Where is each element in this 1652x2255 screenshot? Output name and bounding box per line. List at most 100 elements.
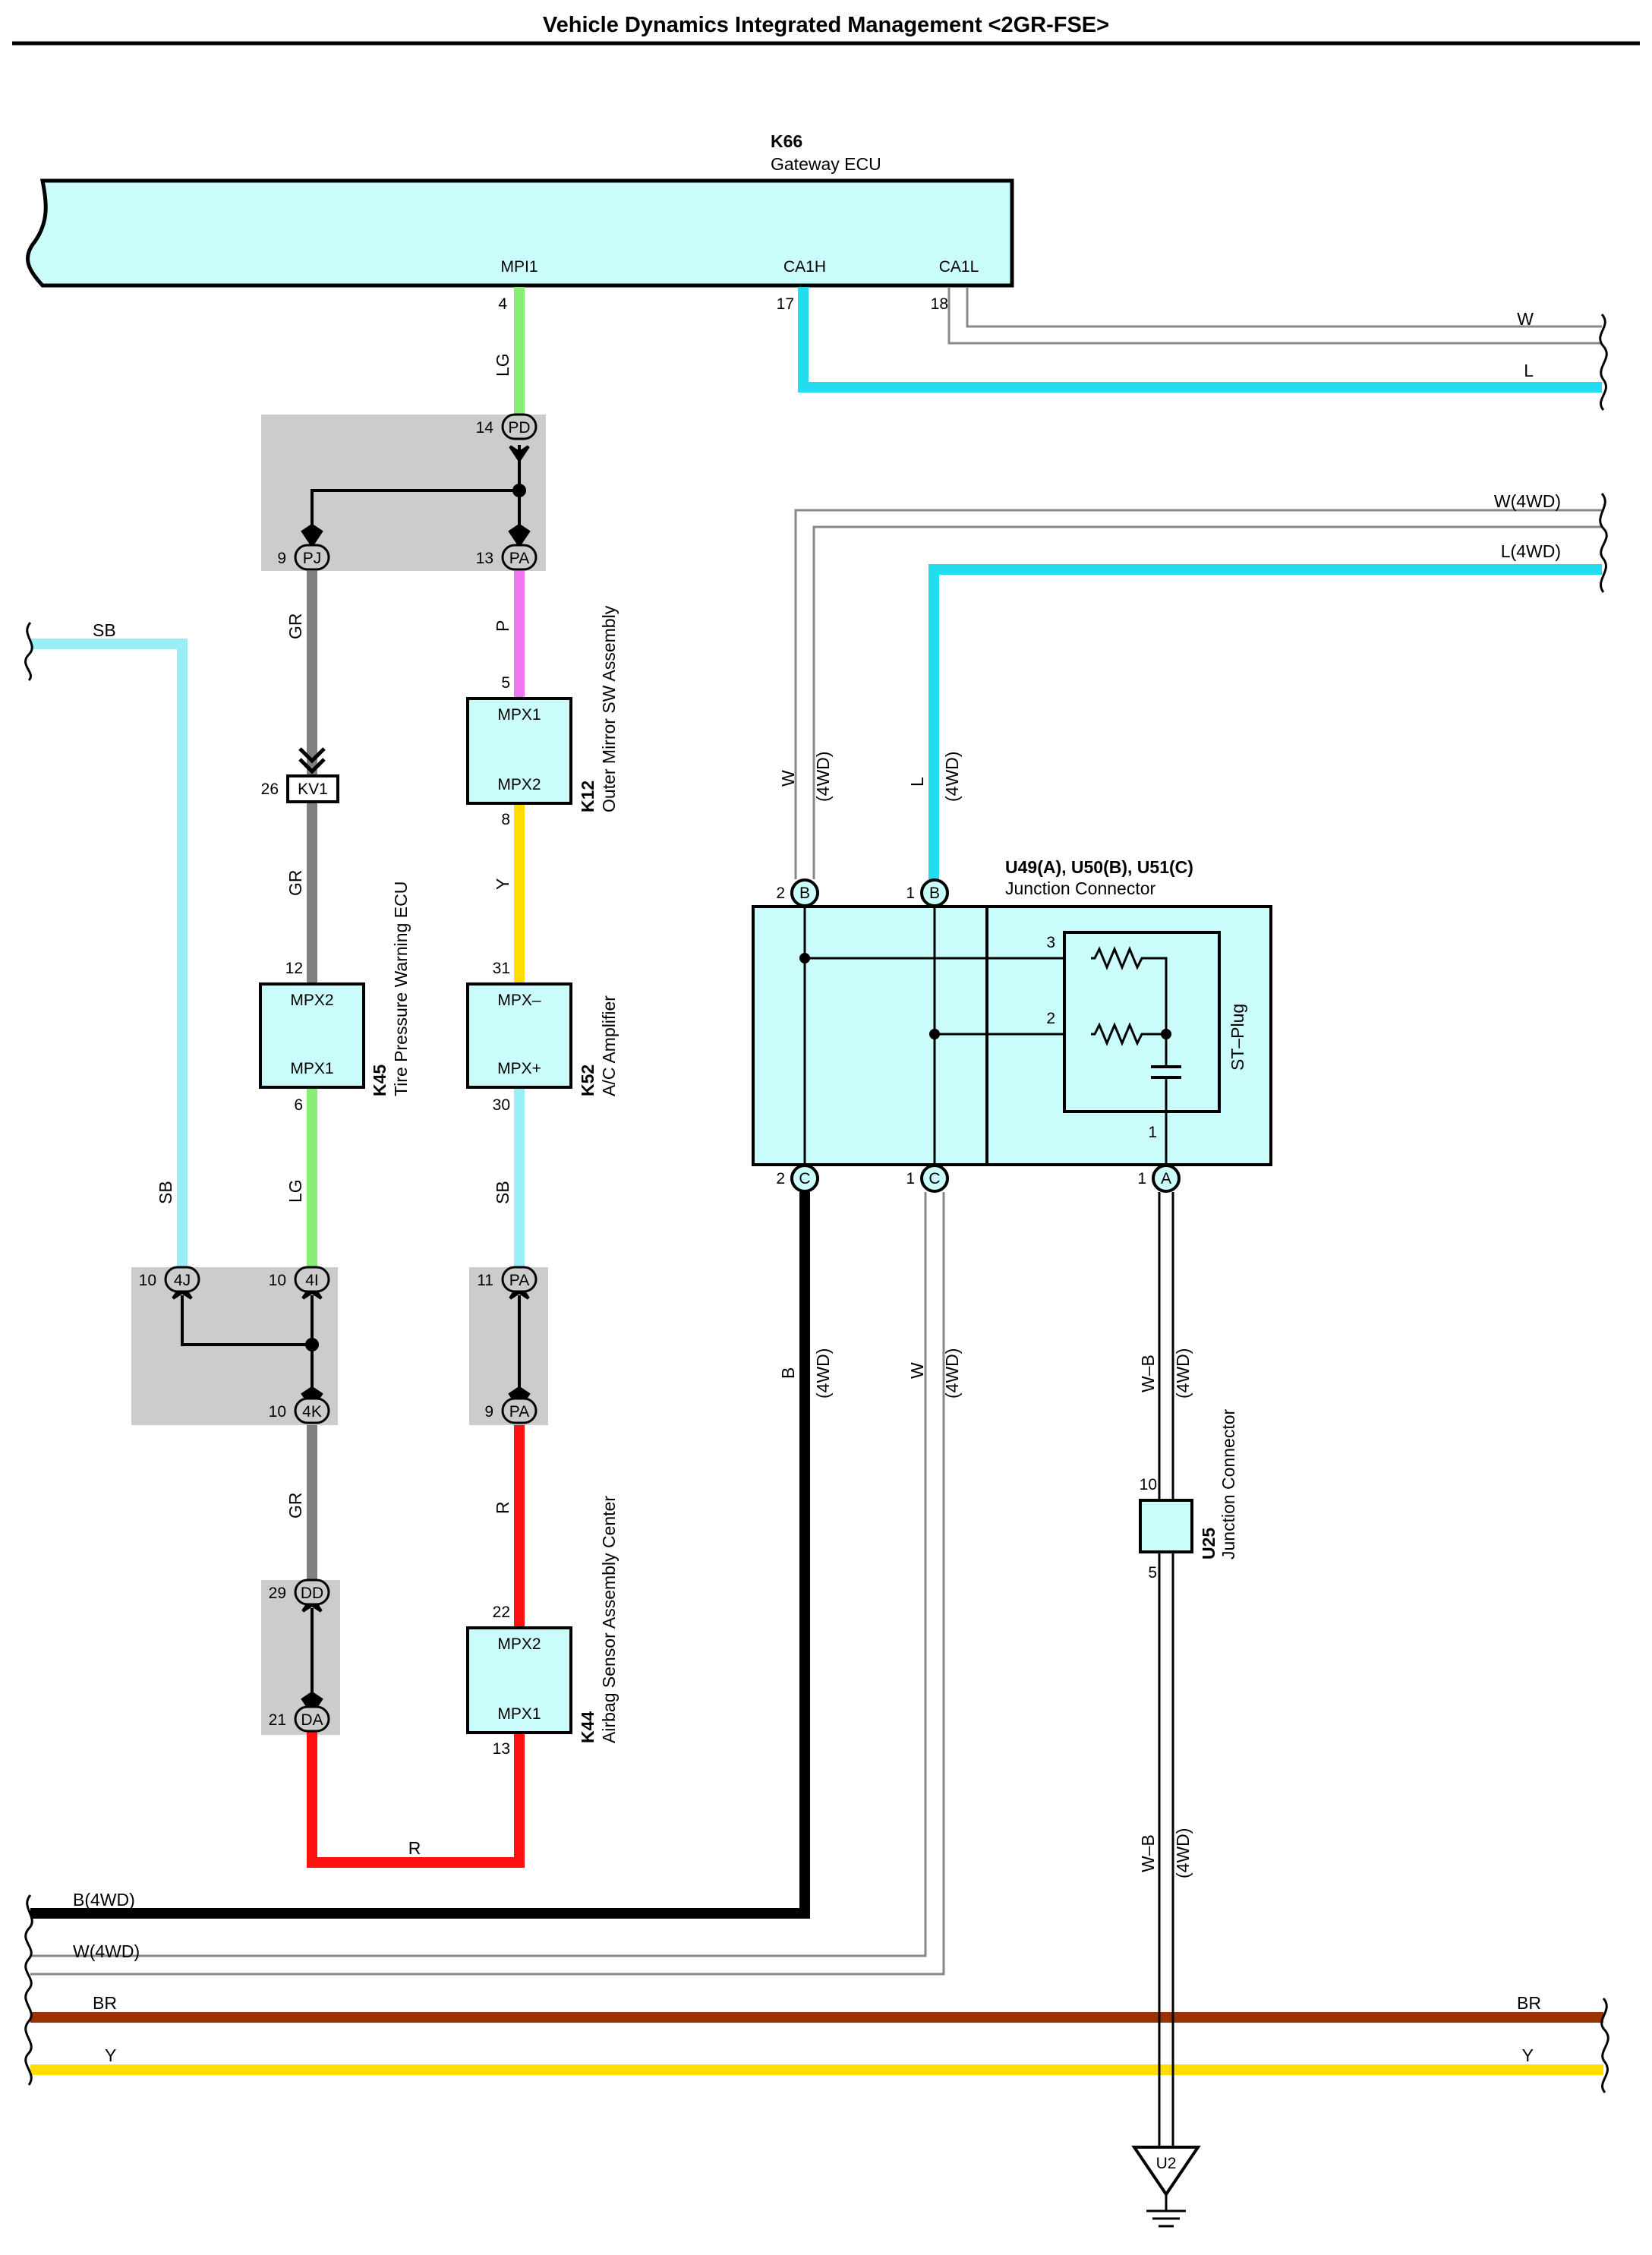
svg-text:2: 2 xyxy=(776,1170,785,1187)
svg-text:21: 21 xyxy=(269,1711,286,1729)
svg-text:K44: K44 xyxy=(578,1711,597,1743)
connectors: PD 14 PJ 9 PA 13 4J 10 4I 10 4K 10 xyxy=(139,413,538,1733)
svg-text:1: 1 xyxy=(1148,1124,1157,1141)
connector-pa-mid2: PA 9 xyxy=(484,1397,538,1424)
component-k44: MPX2 MPX1 22 13 K44 Airbag Sensor Assemb… xyxy=(466,1496,619,1758)
svg-text:BR: BR xyxy=(93,1993,117,2013)
svg-text:W: W xyxy=(1517,309,1534,329)
connector-da: DA 21 xyxy=(269,1705,330,1733)
component-k52: MPX– MPX+ 31 30 K52 A/C Amplifier xyxy=(466,960,619,1114)
svg-text:(4WD): (4WD) xyxy=(942,1348,962,1399)
svg-text:Y: Y xyxy=(1522,2045,1534,2065)
svg-text:R: R xyxy=(408,1838,421,1858)
svg-text:C: C xyxy=(928,1170,940,1187)
svg-text:MPX2: MPX2 xyxy=(497,1635,541,1653)
svg-text:10: 10 xyxy=(269,1272,286,1289)
k66-pin-18: 18 xyxy=(931,295,948,313)
svg-text:Y: Y xyxy=(105,2045,116,2065)
svg-text:(4WD): (4WD) xyxy=(942,752,962,802)
svg-text:BR: BR xyxy=(1517,1993,1541,2013)
wire-labels: LG GR P GR Y SB LG SB GR R R SB W L W(4W… xyxy=(73,309,1561,2065)
svg-text:31: 31 xyxy=(493,960,510,977)
svg-text:PA: PA xyxy=(509,1272,529,1289)
svg-text:9: 9 xyxy=(277,550,286,567)
wires xyxy=(30,287,1603,2147)
svg-text:ST–Plug: ST–Plug xyxy=(1228,1004,1247,1071)
svg-text:W: W xyxy=(778,770,798,787)
svg-text:2: 2 xyxy=(776,885,785,902)
svg-text:Airbag Sensor Assembly Center: Airbag Sensor Assembly Center xyxy=(599,1496,619,1743)
svg-text:10: 10 xyxy=(139,1272,156,1289)
svg-text:2: 2 xyxy=(1046,1010,1055,1027)
svg-text:U2: U2 xyxy=(1156,2155,1177,2172)
component-k45: MPX2 MPX1 12 6 K45 Tire Pressure Warning… xyxy=(259,882,411,1114)
svg-text:12: 12 xyxy=(285,960,303,977)
connector-c1: C 1 xyxy=(906,1164,949,1193)
svg-text:LG: LG xyxy=(493,353,512,377)
svg-text:(4WD): (4WD) xyxy=(1173,1828,1193,1878)
svg-text:26: 26 xyxy=(261,781,279,798)
svg-text:30: 30 xyxy=(493,1096,510,1114)
svg-text:MPX2: MPX2 xyxy=(497,776,541,793)
svg-text:14: 14 xyxy=(476,419,494,437)
connector-4k: 4K 10 xyxy=(269,1397,330,1424)
page-title: Vehicle Dynamics Integrated Management <… xyxy=(543,13,1109,37)
connector-c2: C 2 xyxy=(776,1164,819,1193)
svg-text:PJ: PJ xyxy=(303,550,322,567)
svg-text:W–B: W–B xyxy=(1138,1834,1158,1872)
svg-text:LG: LG xyxy=(285,1179,305,1203)
connector-pa-top: PA 13 xyxy=(476,544,538,571)
svg-text:SB: SB xyxy=(156,1181,175,1204)
junction-pins: B 2 B 1 C 2 C 1 A 1 xyxy=(776,878,1181,1193)
wire-break-marks xyxy=(24,314,1609,2093)
svg-text:K12: K12 xyxy=(578,781,597,812)
junction-connector-u49: U49(A), U50(B), U51(C) Junction Connecto… xyxy=(752,857,1272,1168)
svg-text:4I: 4I xyxy=(305,1272,319,1289)
svg-text:A: A xyxy=(1161,1170,1171,1187)
svg-text:4K: 4K xyxy=(302,1403,322,1421)
svg-text:6: 6 xyxy=(294,1096,303,1114)
svg-text:3: 3 xyxy=(1046,934,1055,951)
k66-terminal-ca1h: CA1H xyxy=(783,258,826,276)
svg-text:L: L xyxy=(907,777,927,787)
svg-text:SB: SB xyxy=(493,1181,512,1204)
ground-icon: U2 xyxy=(1131,2146,1201,2228)
svg-text:B: B xyxy=(799,885,810,902)
svg-text:5: 5 xyxy=(1148,1564,1157,1582)
svg-text:L: L xyxy=(1524,361,1534,380)
svg-text:22: 22 xyxy=(493,1604,510,1621)
connector-b1: B 1 xyxy=(906,878,949,907)
svg-text:K45: K45 xyxy=(370,1064,389,1096)
k66-pin-17: 17 xyxy=(777,295,794,313)
connector-b2: B 2 xyxy=(776,878,819,907)
connector-4i: 4I 10 xyxy=(269,1266,330,1293)
svg-text:L(4WD): L(4WD) xyxy=(1501,541,1561,561)
connector-4j: 4J 10 xyxy=(139,1266,200,1293)
connector-pj: PJ 9 xyxy=(277,544,330,571)
svg-text:Junction Connector: Junction Connector xyxy=(1005,878,1156,898)
svg-text:8: 8 xyxy=(501,811,510,828)
connector-dd: DD 29 xyxy=(269,1578,330,1606)
svg-text:9: 9 xyxy=(484,1403,493,1421)
svg-text:W–B: W–B xyxy=(1138,1355,1158,1392)
svg-text:29: 29 xyxy=(269,1585,286,1602)
k66-name: Gateway ECU xyxy=(771,154,881,174)
svg-text:B: B xyxy=(778,1367,798,1379)
svg-text:W(4WD): W(4WD) xyxy=(1494,491,1561,511)
svg-text:W: W xyxy=(907,1362,927,1379)
svg-text:4J: 4J xyxy=(174,1272,191,1289)
svg-text:GR: GR xyxy=(285,1493,305,1519)
svg-text:1: 1 xyxy=(1137,1170,1146,1187)
svg-text:5: 5 xyxy=(501,674,510,692)
svg-text:MPX2: MPX2 xyxy=(290,992,333,1009)
svg-text:13: 13 xyxy=(493,1740,510,1758)
svg-text:Tire Pressure Warning ECU: Tire Pressure Warning ECU xyxy=(391,882,411,1096)
svg-text:KV1: KV1 xyxy=(298,781,328,798)
svg-text:K52: K52 xyxy=(578,1064,597,1096)
svg-text:(4WD): (4WD) xyxy=(813,752,833,802)
svg-text:C: C xyxy=(799,1170,810,1187)
svg-text:A/C Amplifier: A/C Amplifier xyxy=(599,995,619,1096)
svg-text:MPX1: MPX1 xyxy=(290,1060,333,1077)
kv1-connector: KV1 26 xyxy=(261,774,339,803)
